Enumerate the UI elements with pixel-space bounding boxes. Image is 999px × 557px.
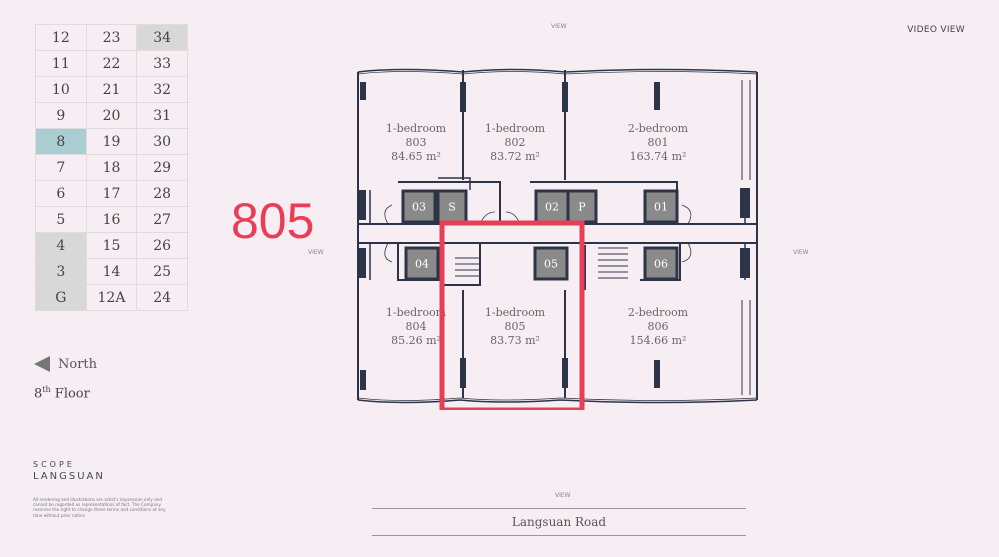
lift-label: 03 [412,201,426,214]
view-tag-left[interactable]: VIEW [308,249,324,256]
floor-button-9[interactable]: 9 [36,103,87,129]
road-label: Langsuan Road [372,508,746,536]
floor-button-33[interactable]: 33 [137,51,188,77]
lift-04: 04 [404,246,440,281]
lift-03: 03 [401,189,437,224]
floor-button-19[interactable]: 19 [86,129,138,155]
view-tag-right[interactable]: VIEW [793,249,809,256]
floor-suffix: th [42,385,51,394]
lift-label: 02 [545,201,559,214]
lift-label: 01 [654,201,668,214]
floor-button-25[interactable]: 25 [137,259,188,285]
unit-area: 154.66 m² [630,334,687,347]
lift-06: 06 [643,246,679,281]
unit-no: 803 [406,136,427,149]
lift-label: 04 [415,258,429,271]
lift-label: 06 [654,258,668,271]
lift-label: P [578,201,586,214]
floor-button-17[interactable]: 17 [86,181,138,207]
lift-s: S [436,189,468,224]
lift-01: 01 [643,189,679,224]
floor-button-29[interactable]: 29 [137,155,188,181]
floor-button-4: 4 [36,233,87,259]
unit-type: 2-bedroom [628,306,689,319]
floor-button-20[interactable]: 20 [86,103,138,129]
view-tag-top[interactable]: VIEW [551,23,567,30]
floor-button-31[interactable]: 31 [137,103,188,129]
selected-unit-number: 805 [231,193,315,249]
selected-unit-highlight [439,220,585,410]
floor-button-34: 34 [137,25,188,51]
lift-label: S [448,201,456,214]
unit-area: 85.26 m² [391,334,441,347]
floor-number: 8 [34,386,43,402]
floor-button-11[interactable]: 11 [36,51,87,77]
view-tag-bottom[interactable]: VIEW [555,492,571,499]
unit-area: 163.74 m² [630,150,687,163]
floor-button-7[interactable]: 7 [36,155,87,181]
unit-no: 805 [505,320,526,333]
disclaimer: All rendering and illustrations are arti… [33,497,166,518]
unit-no: 806 [648,320,669,333]
floor-button-10[interactable]: 10 [36,77,87,103]
lift-05: 05 [533,246,569,281]
floor-button-24[interactable]: 24 [137,285,188,311]
lift-02: 02 [534,189,570,224]
unit-type: 1-bedroom [386,306,447,319]
floor-button-16[interactable]: 16 [86,207,138,233]
north-label: North [58,356,98,372]
logo-line1: SCOPE [33,460,75,469]
unit-area: 83.73 m² [490,334,540,347]
floor-word: Floor [54,386,90,402]
unit-type: 2-bedroom [628,122,689,135]
floor-button-5[interactable]: 5 [36,207,87,233]
lift-p: P [566,189,598,224]
floor-button-12[interactable]: 12 [36,25,87,51]
floor-button-12a[interactable]: 12A [86,285,138,311]
floor-button-14[interactable]: 14 [86,259,138,285]
current-floor-label: 8th Floor [34,385,90,401]
floor-button-23[interactable]: 23 [86,25,138,51]
north-arrow-icon [34,356,50,372]
logo-line2: LANGSUAN [33,471,105,482]
floor-button-18[interactable]: 18 [86,155,138,181]
floor-button-15[interactable]: 15 [86,233,138,259]
floor-button-8[interactable]: 8 [36,129,87,155]
floor-button-21[interactable]: 21 [86,77,138,103]
unit-type: 1-bedroom [386,122,447,135]
floor-button-27[interactable]: 27 [137,207,188,233]
floor-button-32[interactable]: 32 [137,77,188,103]
unit-area: 84.65 m² [391,150,441,163]
floor-button-22[interactable]: 22 [86,51,138,77]
unit-no: 801 [648,136,669,149]
floor-button-3: 3 [36,259,87,285]
floor-button-g: G [36,285,87,311]
lift-label: 05 [544,258,558,271]
unit-type: 1-bedroom [485,306,546,319]
north-indicator: North [34,356,97,372]
unit-no: 802 [505,136,526,149]
unit-no: 804 [406,320,427,333]
floor-button-6[interactable]: 6 [36,181,87,207]
video-view-button[interactable]: VIDEO VIEW [907,25,965,35]
floor-button-30[interactable]: 30 [137,129,188,155]
floor-button-28[interactable]: 28 [137,181,188,207]
unit-area: 83.72 m² [490,150,540,163]
unit-type: 1-bedroom [485,122,546,135]
logo: SCOPE LANGSUAN [33,460,105,482]
floor-button-26[interactable]: 26 [137,233,188,259]
